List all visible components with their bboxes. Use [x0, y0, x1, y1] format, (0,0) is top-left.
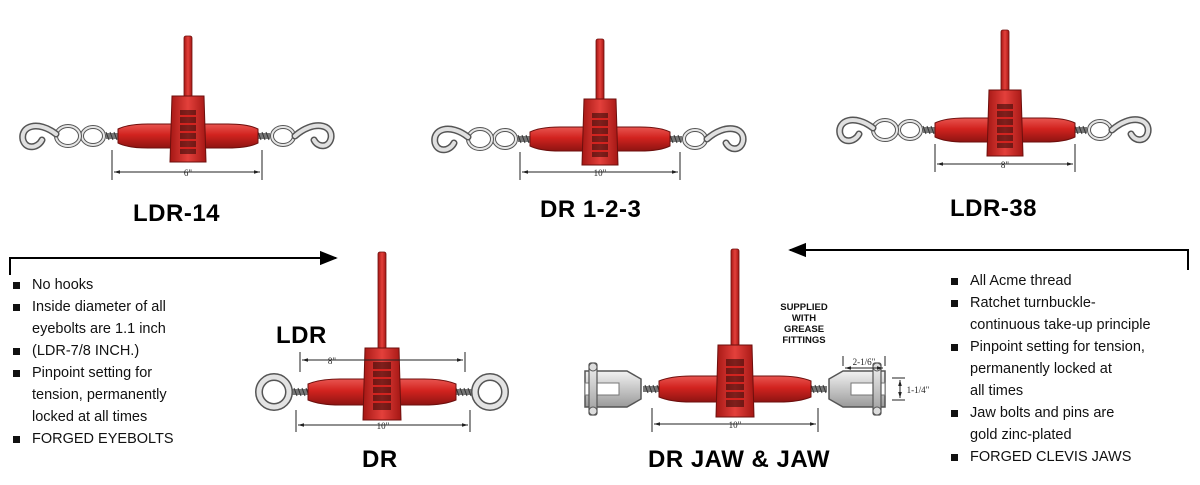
- feature-item: FORGED CLEVIS JAWS: [950, 446, 1151, 468]
- dr123-illustration: 10": [435, 39, 743, 180]
- right-pointer-arrow: [788, 242, 1189, 270]
- ldr38-label: LDR-38: [950, 195, 1038, 222]
- feature-item: locked at all times: [32, 409, 148, 425]
- ldr14-label: LDR-14: [133, 200, 221, 227]
- ldr-dimension: 8": [328, 356, 337, 366]
- feature-item: All Acme thread: [950, 270, 1151, 292]
- ldr-label: LDR: [276, 322, 327, 349]
- dr123-label: DR 1-2-3: [540, 196, 642, 223]
- left-pointer-arrow: [9, 250, 338, 275]
- feature-item: No hooks: [12, 274, 174, 296]
- callout-line: WITH: [791, 313, 817, 324]
- feature-item: Inside diameter of all: [12, 296, 174, 318]
- feature-item: tension, permanently: [32, 387, 167, 403]
- jaw-opening-dimension: 1-1/4": [907, 385, 930, 395]
- feature-item: eyebolts are 1.1 inch: [32, 321, 166, 337]
- feature-item: continuous take-up principle: [970, 317, 1151, 333]
- jaw-label: DR JAW & JAW: [648, 446, 831, 473]
- jaw-length-dimension: 2-1/6": [853, 357, 876, 367]
- dr123-dimension: 10": [594, 168, 607, 178]
- callout-line: FITTINGS: [782, 335, 826, 346]
- feature-item: all times: [970, 383, 1024, 399]
- feature-item: permanently locked at: [970, 361, 1112, 377]
- dr-label: DR: [362, 446, 398, 473]
- feature-item: Ratchet turnbuckle-: [950, 292, 1151, 314]
- feature-item: Jaw bolts and pins are: [950, 402, 1151, 424]
- feature-item: Pinpoint setting for: [12, 362, 174, 384]
- feature-item: gold zinc-plated: [970, 427, 1072, 443]
- ldr38-dimension: 8": [1001, 160, 1010, 170]
- jaw-dimension: 10": [729, 420, 742, 430]
- right-feature-list: All Acme thread Ratchet turnbuckle- cont…: [950, 270, 1151, 468]
- callout-line: GREASE: [783, 324, 825, 335]
- grease-fittings-callout: SUPPLIED WITH GREASE FITTINGS: [768, 302, 840, 346]
- ldr14-illustration: 6": [23, 36, 331, 180]
- jaw-illustration: 10" 2-1/6" 1-1/4": [584, 248, 930, 432]
- left-feature-list: No hooks Inside diameter of all eyebolts…: [12, 274, 174, 450]
- feature-item: FORGED EYEBOLTS: [12, 428, 174, 450]
- dr-dimension: 10": [377, 421, 390, 431]
- feature-item: (LDR-7/8 INCH.): [12, 340, 174, 362]
- dr-illustration: 8" 10": [259, 252, 505, 432]
- feature-item: Pinpoint setting for tension,: [950, 336, 1151, 358]
- ldr14-dimension: 6": [184, 168, 193, 178]
- callout-line: SUPPLIED: [780, 302, 828, 313]
- ldr38-illustration: 8": [840, 30, 1148, 172]
